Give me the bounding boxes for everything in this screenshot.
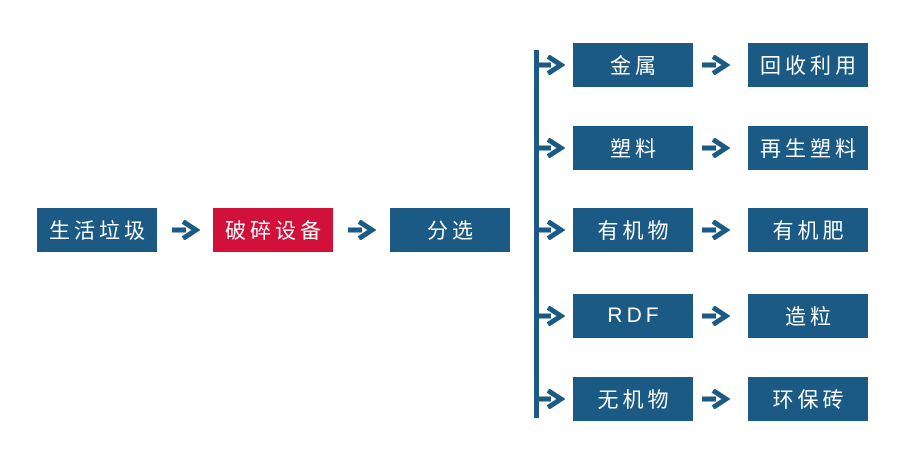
node-label: 造粒	[785, 306, 835, 329]
node-granulation: 造粒	[748, 294, 868, 338]
node-label: RDF	[607, 304, 663, 327]
arrow-right-icon	[537, 220, 565, 240]
arrow-right-icon	[702, 306, 730, 326]
node-label: 金属	[610, 55, 660, 78]
arrow-right-icon	[537, 389, 565, 409]
node-rdf: RDF	[573, 294, 693, 338]
arrow-right-icon	[537, 138, 565, 158]
node-label: 无机物	[597, 389, 673, 412]
arrow-right-icon	[348, 220, 376, 240]
node-recycled-plastic: 再生塑料	[748, 126, 868, 170]
node-label: 塑料	[610, 138, 660, 161]
node-metal: 金属	[573, 43, 693, 87]
node-sorting: 分选	[390, 208, 510, 252]
node-label: 有机肥	[772, 220, 848, 243]
branch-connector-line	[534, 50, 539, 418]
node-label: 环保砖	[772, 389, 848, 412]
node-inorganic-matter: 无机物	[573, 377, 693, 421]
arrow-right-icon	[702, 220, 730, 240]
node-label: 回收利用	[760, 55, 860, 78]
node-eco-brick: 环保砖	[748, 377, 868, 421]
node-household-waste: 生活垃圾	[37, 208, 157, 252]
arrow-right-icon	[537, 306, 565, 326]
node-plastic: 塑料	[573, 126, 693, 170]
node-organic-matter: 有机物	[573, 208, 693, 252]
arrow-right-icon	[702, 389, 730, 409]
node-label: 生活垃圾	[49, 220, 149, 243]
node-crushing-equipment: 破碎设备	[213, 208, 333, 252]
node-label: 破碎设备	[225, 220, 325, 243]
node-label: 有机物	[597, 220, 673, 243]
arrow-right-icon	[537, 55, 565, 75]
arrow-right-icon	[702, 138, 730, 158]
node-organic-fertilizer: 有机肥	[748, 208, 868, 252]
node-label: 再生塑料	[760, 138, 860, 161]
node-recycling: 回收利用	[748, 43, 868, 87]
node-label: 分选	[427, 220, 477, 243]
arrow-right-icon	[702, 55, 730, 75]
arrow-right-icon	[172, 220, 200, 240]
